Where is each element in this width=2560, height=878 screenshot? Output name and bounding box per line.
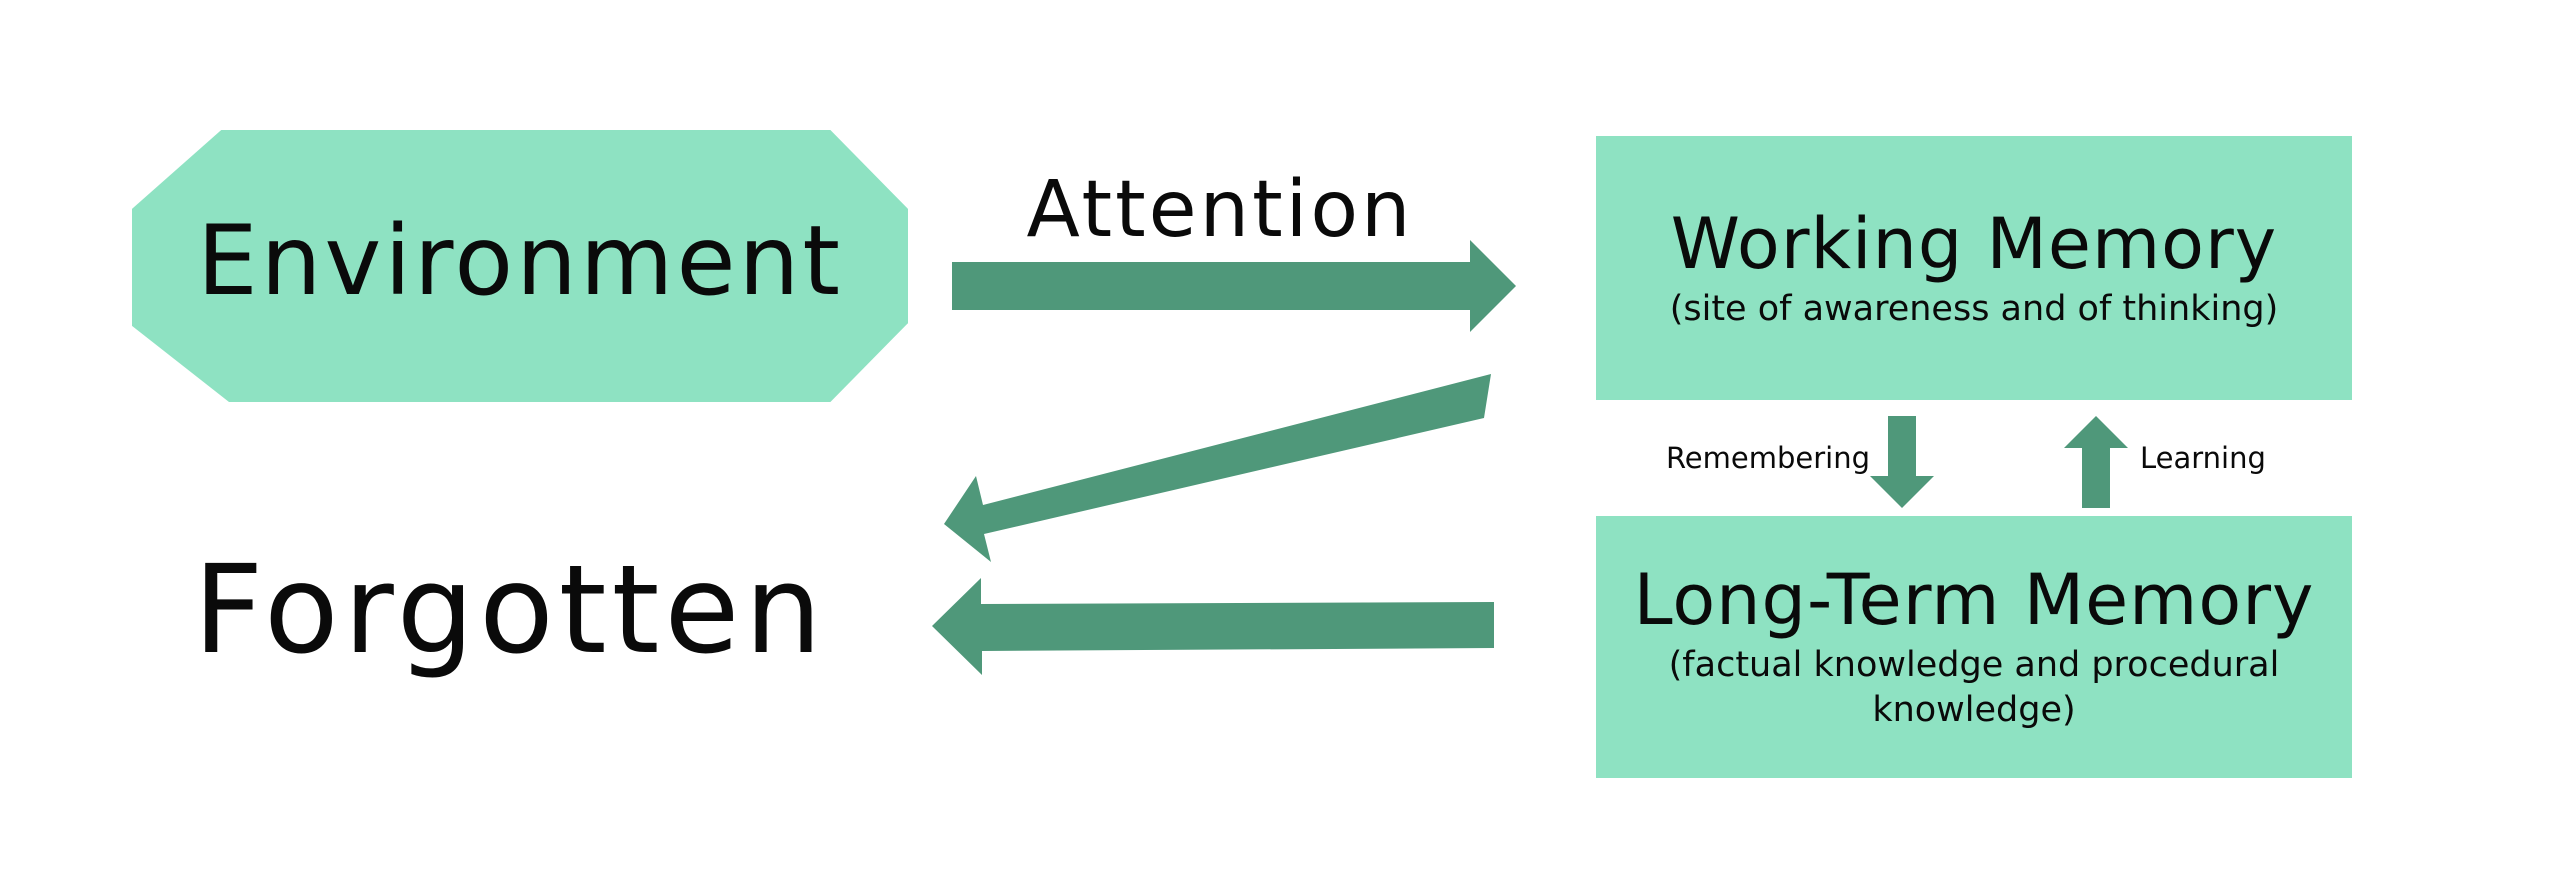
working-memory-node: Working Memory (site of awareness and of…	[1596, 136, 2352, 400]
remembering-arrow	[1870, 416, 1934, 508]
remembering-label: Remembering	[1665, 441, 1870, 475]
environment-octagon-shape	[132, 130, 908, 402]
learning-label: Learning	[2140, 441, 2266, 475]
learning-arrow	[2064, 416, 2128, 508]
attention-arrow	[952, 240, 1516, 332]
environment-node: Environment	[132, 130, 908, 402]
long-term-memory-title: Long-Term Memory	[1633, 559, 2315, 642]
forgotten-label: Forgotten	[193, 539, 827, 681]
environment-label: Environment	[197, 205, 843, 317]
working-memory-subtitle: (site of awareness and of thinking)	[1669, 288, 2279, 329]
long-term-memory-subtitle: (factual knowledge and procedural knowle…	[1668, 644, 2280, 731]
ltm-to-forgotten-arrow	[932, 578, 1494, 675]
attention-label: Attention	[1026, 165, 1414, 255]
long-term-memory-node: Long-Term Memory (factual knowledge and …	[1596, 516, 2352, 778]
wm-to-forgotten-arrow	[944, 374, 1491, 562]
working-memory-title: Working Memory	[1670, 203, 2278, 285]
